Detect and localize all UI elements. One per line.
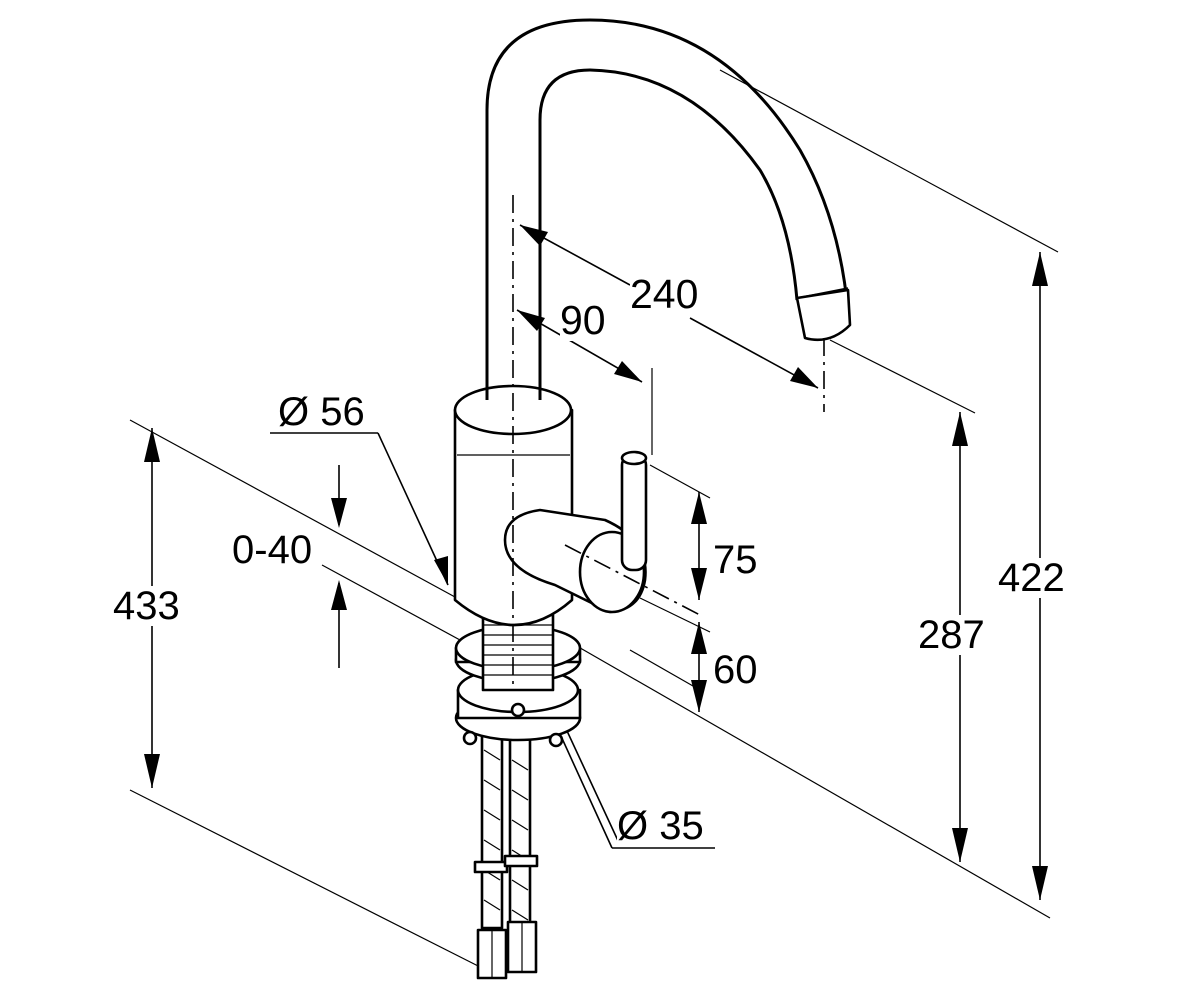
arrow-422-top <box>1032 252 1048 286</box>
hose-left <box>480 726 504 930</box>
dim-label-433: 433 <box>113 584 180 628</box>
dim-label-d56: Ø 56 <box>278 390 365 434</box>
arrow-433-bottom <box>144 754 160 788</box>
extension-line-top-left <box>129 419 456 598</box>
handle-lever <box>620 453 648 572</box>
dim-label-60: 60 <box>713 648 758 692</box>
arrow-75-bottom <box>691 568 707 600</box>
arrow-240-end <box>790 367 818 388</box>
arrow-240-start <box>520 225 548 246</box>
arrow-90-end <box>614 361 642 382</box>
arrow-287-bottom <box>952 828 968 862</box>
dim-label-d35: Ø 35 <box>617 804 704 848</box>
bolt-left <box>462 730 478 746</box>
extension-line-handle-top <box>649 464 711 499</box>
arrow-287-top <box>952 412 968 446</box>
arrow-d56 <box>434 556 448 585</box>
arrow-60-top <box>691 622 707 654</box>
arrow-60-bottom <box>691 680 707 712</box>
extension-line-spout-top <box>719 69 1059 253</box>
arrow-90-start <box>517 310 545 331</box>
bolt-center <box>510 702 526 718</box>
arrow-422-bottom <box>1032 866 1048 900</box>
extension-line-spout-outlet <box>829 339 976 414</box>
arrow-0-40-bottom <box>331 580 347 610</box>
shank <box>481 613 555 692</box>
extension-line-handle-bottom <box>629 649 701 691</box>
spout-outer <box>485 18 850 400</box>
dim-label-422: 422 <box>998 556 1065 600</box>
arrow-75-top <box>691 492 707 524</box>
spout <box>485 18 852 400</box>
dim-label-75: 75 <box>713 538 758 582</box>
hose-band-left <box>473 860 509 874</box>
supply-hoses <box>473 726 539 980</box>
handle-lever-tip <box>620 450 648 466</box>
arrow-0-40-top <box>331 498 347 528</box>
threaded-shank <box>481 613 555 692</box>
mixer-handle <box>503 450 648 614</box>
arrow-433-top <box>144 428 160 462</box>
extension-line-bottom-left <box>129 789 491 973</box>
bolt-right <box>548 732 564 748</box>
dim-label-0-40: 0-40 <box>232 528 313 572</box>
extension-line-deck-right <box>574 644 1051 919</box>
dim-label-287: 287 <box>918 613 985 657</box>
hose-band-right <box>503 854 539 868</box>
extension-line-deck <box>321 564 461 641</box>
dim-label-90: 90 <box>560 297 606 343</box>
hose-right <box>508 733 532 929</box>
spout-outlet <box>795 288 852 342</box>
spout-inner <box>538 68 799 400</box>
dim-label-240: 240 <box>630 271 699 317</box>
centre-axis-handle <box>564 544 701 616</box>
